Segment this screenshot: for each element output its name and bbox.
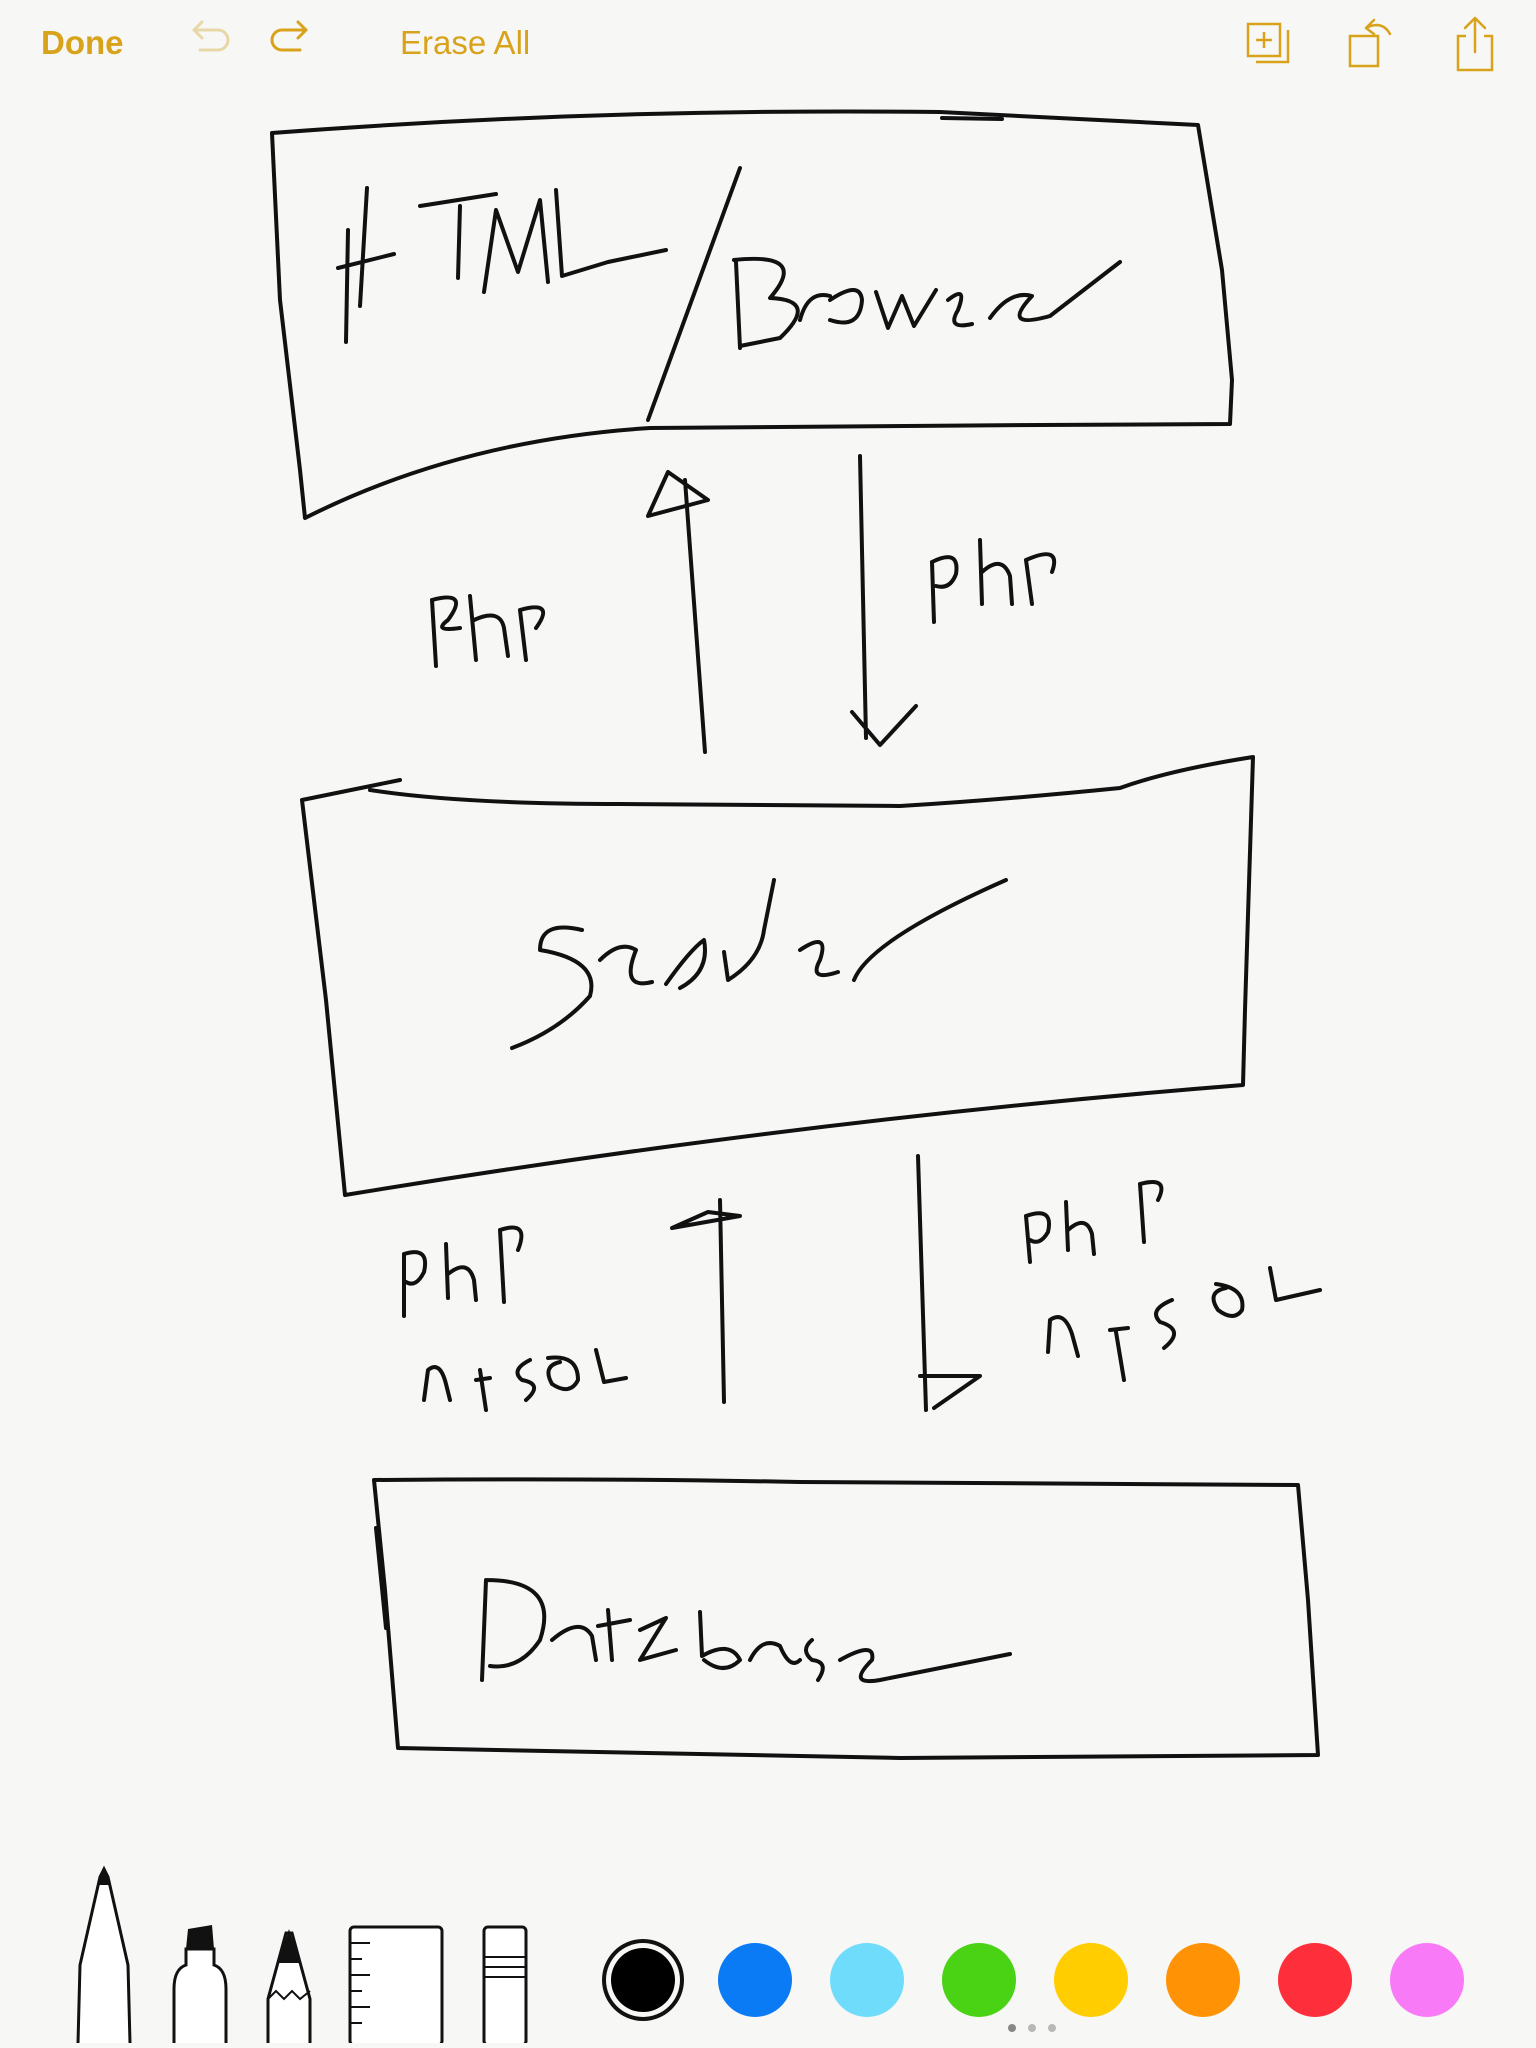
- rotate-icon[interactable]: [1346, 16, 1398, 77]
- color-swatch-black[interactable]: [606, 1943, 680, 2017]
- color-swatch-green[interactable]: [942, 1943, 1016, 2017]
- page-dot: [1048, 2024, 1056, 2032]
- redo-icon[interactable]: [266, 16, 314, 69]
- php-mysql-right-strokes: [1024, 1180, 1322, 1382]
- php-mysql-left-strokes: [402, 1225, 628, 1412]
- top-toolbar: Done Erase All: [0, 0, 1536, 90]
- page-dot: [1028, 2024, 1036, 2032]
- php-mysql-right-label-2: mySQL: [1, 115, 5, 117]
- php-left-label: php: [1, 105, 3, 107]
- ruler-tool[interactable]: [348, 1923, 444, 2048]
- color-swatch-pink[interactable]: [1390, 1943, 1464, 2017]
- server-box: [300, 755, 1255, 1197]
- erase-all-button[interactable]: Erase All: [400, 24, 531, 61]
- browser-box: [270, 109, 1234, 520]
- database-box-label: Database: [1, 102, 6, 105]
- undo-icon[interactable]: [186, 16, 234, 69]
- arrow-browser-to-server: [850, 454, 918, 747]
- pencil-tool[interactable]: [264, 1927, 314, 2048]
- drawing-canvas[interactable]: HTML/Browser Server Database php php php…: [0, 90, 1536, 1870]
- database-box: [372, 1477, 1320, 1760]
- php-mysql-right-label-1: php: [1, 113, 3, 115]
- arrow-server-to-db: [916, 1154, 982, 1412]
- page-dot: [1008, 2024, 1016, 2032]
- add-page-icon[interactable]: [1244, 16, 1292, 73]
- sketch-drawing: HTML/Browser Server Database php php php…: [1, 99, 1322, 1760]
- color-swatch-yellow[interactable]: [1054, 1943, 1128, 2017]
- eraser-tool[interactable]: [482, 1923, 528, 2048]
- share-icon[interactable]: [1452, 16, 1498, 79]
- color-swatch-blue[interactable]: [718, 1943, 792, 2017]
- php-right-label: php: [1, 107, 3, 109]
- php-right-strokes: [930, 538, 1057, 624]
- marker-tool[interactable]: [168, 1925, 232, 2048]
- php-mysql-left-label-1: php: [1, 109, 3, 111]
- server-label-strokes: [510, 878, 1008, 1050]
- arrow-db-to-server: [670, 1198, 742, 1404]
- browser-label-strokes: [336, 166, 1122, 422]
- server-box-label: Server: [1, 101, 5, 103]
- database-label-strokes: [480, 1578, 1012, 1683]
- pen-tool[interactable]: [72, 1865, 136, 2048]
- color-swatch-light-blue[interactable]: [830, 1943, 904, 2017]
- browser-box-label: HTML/Browser: [1, 99, 8, 101]
- php-left-strokes: [430, 594, 546, 668]
- php-mysql-left-label-2: mySQL: [1, 111, 5, 113]
- tool-palette: [0, 1865, 1536, 2048]
- color-swatch-orange[interactable]: [1166, 1943, 1240, 2017]
- done-button[interactable]: Done: [41, 24, 124, 61]
- arrow-server-to-browser: [646, 470, 710, 754]
- color-swatch-red[interactable]: [1278, 1943, 1352, 2017]
